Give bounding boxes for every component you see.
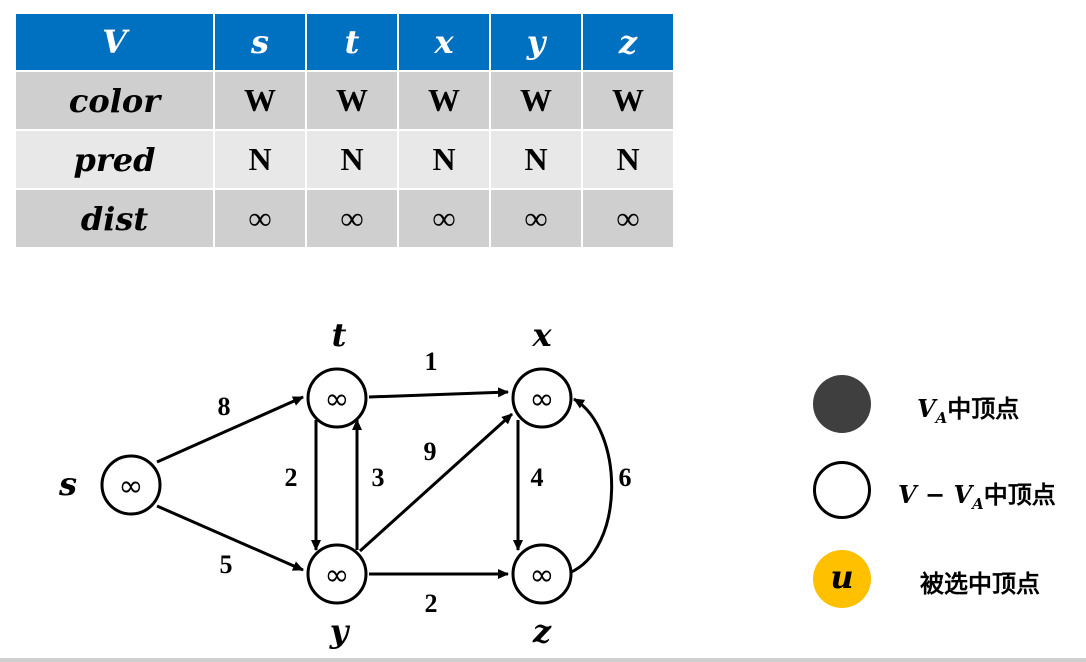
edge-weight-y-z: 2 [425, 589, 438, 618]
table-cell: ∞ [397, 188, 489, 247]
table-cell: ∞ [213, 188, 305, 247]
edge-weight-y-x: 9 [424, 437, 437, 466]
table-cell: ∞ [305, 188, 397, 247]
table-cell: W [489, 70, 581, 129]
legend-label: 被选中顶点 [920, 570, 1040, 598]
legend-item-visited: VA中顶点 [805, 375, 1085, 435]
table-row-pred: pred N N N N N [16, 129, 673, 188]
table-cell: W [581, 70, 673, 129]
node-label-t: t [332, 316, 347, 354]
node-label-z: z [532, 612, 552, 650]
edge-weight-z-x: 6 [619, 463, 632, 492]
node-value: ∞ [530, 382, 555, 417]
table-cell: N [489, 129, 581, 188]
empty-circle-icon [813, 461, 871, 519]
node-t: ∞ [306, 367, 368, 429]
edge-weight-y-t: 3 [372, 463, 385, 492]
row-label: pred [16, 129, 213, 188]
header-cell-x: x [397, 14, 489, 70]
legend: VA中顶点 V − VA中顶点 u 被选中顶点 [805, 368, 1085, 618]
row-label: dist [16, 188, 213, 247]
state-table: V s t x y z color W W W W W pred N N N N… [16, 14, 673, 247]
edge-weight-t-x: 1 [425, 347, 438, 376]
node-value: ∞ [325, 382, 350, 417]
node-s: ∞ [100, 454, 162, 516]
table-cell: W [213, 70, 305, 129]
table-cell: W [397, 70, 489, 129]
graph-diagram: 8 5 1 2 3 9 4 6 2 ∞ ∞ ∞ ∞ ∞ s t x y z [58, 316, 632, 650]
node-value: ∞ [325, 558, 350, 593]
edge-weight-s-t: 8 [218, 392, 231, 421]
header-cell-t: t [305, 14, 397, 70]
header-cell-s: s [213, 14, 305, 70]
node-value: ∞ [530, 558, 555, 593]
node-label-x: x [531, 316, 552, 354]
edge-s-t [156, 395, 304, 464]
edge-t-x [368, 387, 509, 399]
node-label-y: y [329, 612, 351, 650]
legend-label: V − VA中顶点 [898, 480, 1056, 513]
legend-item-unvisited: V − VA中顶点 [805, 461, 1085, 521]
table-cell: ∞ [489, 188, 581, 247]
table-cell: N [213, 129, 305, 188]
edge-weight-t-y: 2 [285, 463, 298, 492]
filled-dark-circle-icon [813, 375, 871, 433]
edge-z-x [568, 397, 614, 575]
table-cell: N [397, 129, 489, 188]
row-label: color [16, 70, 213, 129]
node-y: ∞ [306, 543, 368, 605]
table-cell: ∞ [581, 188, 673, 247]
edge-weight-s-y: 5 [220, 550, 233, 579]
table-row-color: color W W W W W [16, 70, 673, 129]
header-cell-V: V [16, 14, 213, 70]
legend-item-selected: u 被选中顶点 [805, 550, 1085, 610]
node-x: ∞ [511, 367, 573, 429]
table-cell: W [305, 70, 397, 129]
bottom-divider [0, 658, 1086, 662]
header-cell-y: y [489, 14, 581, 70]
node-z: ∞ [511, 543, 573, 605]
edge-s-y [156, 504, 304, 572]
legend-label: VA中顶点 [917, 394, 1020, 427]
yellow-circle-icon: u [813, 550, 871, 608]
table-cell: N [305, 129, 397, 188]
table-cell: N [581, 129, 673, 188]
node-value: ∞ [119, 469, 144, 504]
edge-weight-x-z: 4 [531, 463, 544, 492]
table-header-row: V s t x y z [16, 14, 673, 70]
table-row-dist: dist ∞ ∞ ∞ ∞ ∞ [16, 188, 673, 247]
header-cell-z: z [581, 14, 673, 70]
node-label-s: s [58, 465, 77, 503]
edge-y-x [358, 412, 514, 553]
